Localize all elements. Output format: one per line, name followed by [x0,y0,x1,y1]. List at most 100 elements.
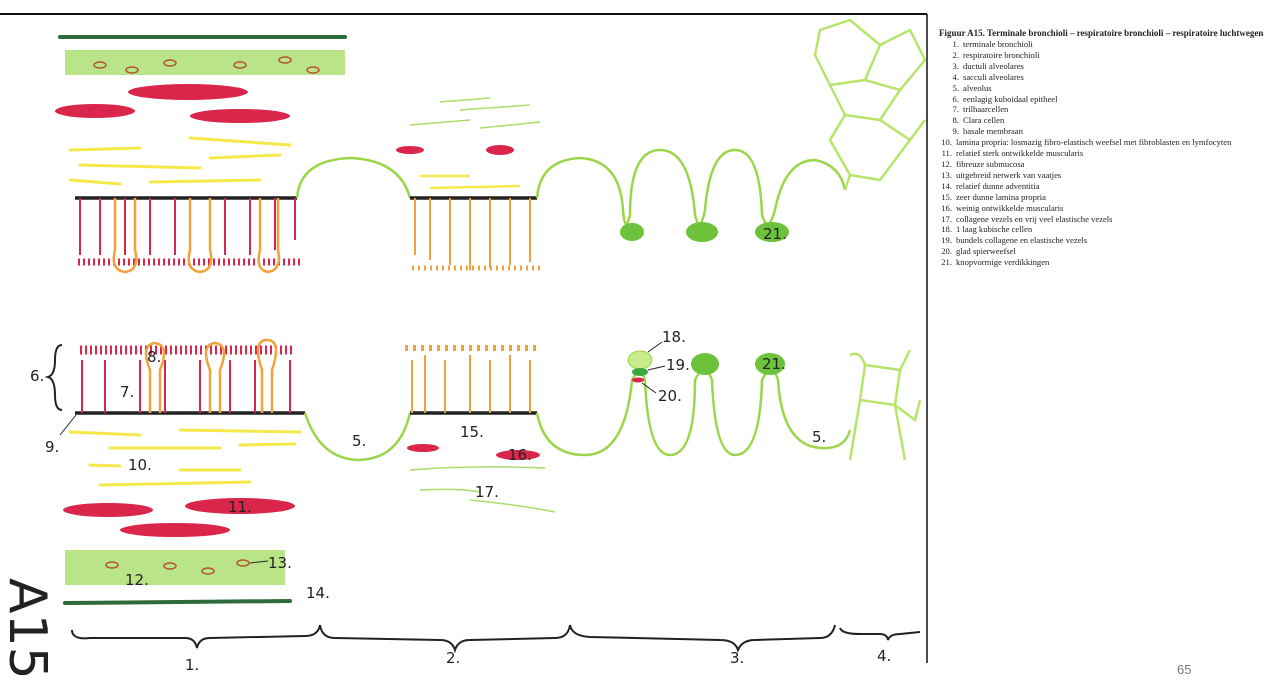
legend-item-number: 14. [941,180,952,191]
legend-item-text: 1 laag kubische cellen [956,224,1033,235]
legend-item-number: 17. [941,213,952,224]
muscularis [63,498,295,537]
legend-item: 9.basale membraan [939,126,1279,137]
legend-item: 21. knopvormige verdikkingen [939,257,1279,268]
legend-item: 6. eenlagig kuboidaal epitheel [939,94,1279,105]
legend-item: 3. ductuli alveolares [939,61,1279,72]
legend-item: 2. respiratoire bronchioli [939,50,1279,61]
legend-item-number: 21. [941,257,952,268]
fibre-bundle [632,368,648,376]
histology-drawing: 21. 6. 7. 8. 9. 10. 11. 12. 13. 14. 5. 1… [0,13,928,680]
alveolus-top [295,156,412,199]
section-label-3: 3. [730,649,744,667]
cuboidal-epithelium-resp [405,345,540,413]
label-13: 13. [268,554,292,572]
label-19: 19. [666,356,690,374]
label-20: 20. [658,387,682,405]
legend-item-text: zeer dunne lamina propria [956,191,1046,202]
legend-item-number: 2. [952,49,959,60]
lamina-propria-top [68,136,292,186]
lamina-propria [68,428,302,487]
legend-item-number: 20. [941,246,952,257]
legend-item-text: fibreuze submucosa [956,158,1025,169]
legend-item-number: 13. [941,169,952,180]
section-label-4: 4. [877,647,891,665]
label-12: 12. [125,571,149,589]
smooth-muscle [632,377,644,383]
legend-item-number: 1. [952,39,959,49]
muscularis-resp [407,444,540,460]
clara-cells-top [112,198,281,274]
legend-item-text: knopvormige verdikkingen [956,257,1050,268]
knob [691,353,719,375]
figure-legend: Figuur A15. Terminale bronchioli – respi… [939,28,1279,268]
legend-item: 18. 1 laag kubische cellen [939,224,1279,235]
legend-item-text: eenlagig kuboidaal epitheel [963,93,1058,104]
legend-item: 19. bundels collagene en elastische vezel… [939,235,1279,246]
lamina-resp-top [420,174,521,190]
legend-item-number: 6. [952,93,959,104]
fibres-top [409,97,541,129]
legend-item-text: respiratoire bronchioli [963,49,1040,60]
label-8: 8. [147,348,161,366]
legend-item-number: 9. [952,126,959,137]
legend-item: 11.relatief sterk ontwikkelde muscularis [939,148,1279,159]
legend-item-text: Clara cellen [963,115,1005,126]
legend-item: 1. terminale bronchioli [939,39,1279,50]
sacculi-alveolares-bottom [848,349,922,461]
label-11: 11. [228,498,252,516]
clara-cells [144,338,278,413]
legend-item-text: alveolus [963,82,992,93]
section-label-1: 1. [185,656,199,674]
pointer-13 [249,560,269,564]
figure-code: A15 [0,578,57,680]
label-21-top: 21. [763,225,787,243]
legend-item-text: weinig ontwikkelde muscularis [956,202,1064,213]
brace-epithelium [44,344,63,411]
legend-item-number: 18. [941,224,952,235]
label-17: 17. [475,483,499,501]
legend-item: 13.uitgebreid netwerk van vaatjes [939,170,1279,181]
label-5-a: 5. [352,432,366,450]
muscularis-resp-top [396,145,514,155]
legend-item: 4.sacculi alveolares [939,72,1279,83]
pointer-20 [641,382,657,394]
legend-item-text: lamina propria: losmazig fibro-elastisch… [956,137,1232,148]
legend-item-number: 5. [952,82,959,93]
legend-item: 20.glad spierweefsel [939,246,1279,257]
ciliated-cells [80,345,295,413]
legend-item-number: 12. [941,158,952,169]
fibres-resp [409,466,556,513]
ductuli-alveolares-top [535,148,847,225]
legend-item-number: 10. [941,137,952,148]
legend-item-text: terminale bronchioli [963,39,1033,49]
label-21-bottom: 21. [762,355,786,373]
legend-title: Figuur A15. Terminale bronchioli – respi… [939,28,1264,38]
legend-item-number: 3. [952,60,959,71]
legend-item-text: collagene vezels en vrij veel elastische… [956,213,1113,224]
legend-item-number: 15. [941,191,952,202]
submucosa-top [65,50,345,75]
ductuli-alveolares-bottom [535,368,852,457]
page-number: 65 [1177,662,1192,677]
legend-item-number: 19. [941,235,952,246]
legend-item: 16. weinig ontwikkelde muscularis [939,203,1279,214]
label-14: 14. [306,584,330,602]
muscularis-top [55,84,290,123]
legend-item-text: ductuli alveolares [963,60,1024,71]
sacculi-alveolares-top [813,18,927,191]
legend-item-text: relatief dunne adventitia [956,180,1040,191]
adventitia [63,599,292,605]
cuboidal-cells [627,350,653,370]
legend-item-text: relatief sterk ontwikkelde muscularis [956,148,1084,159]
legend-item: 10. lamina propria: losmazig fibro-elasti… [939,137,1279,148]
legend-item: 12. fibreuze submucosa [939,159,1279,170]
label-18: 18. [662,328,686,346]
legend-item-text: trilhaarcellen [963,104,1009,115]
label-10: 10. [128,456,152,474]
legend-item-number: 16. [941,202,952,213]
legend-item-text: bundels collagene en elastische vezels [956,235,1088,246]
label-5-b: 5. [812,428,826,446]
section-label-2: 2. [446,649,460,667]
label-15: 15. [460,423,484,441]
